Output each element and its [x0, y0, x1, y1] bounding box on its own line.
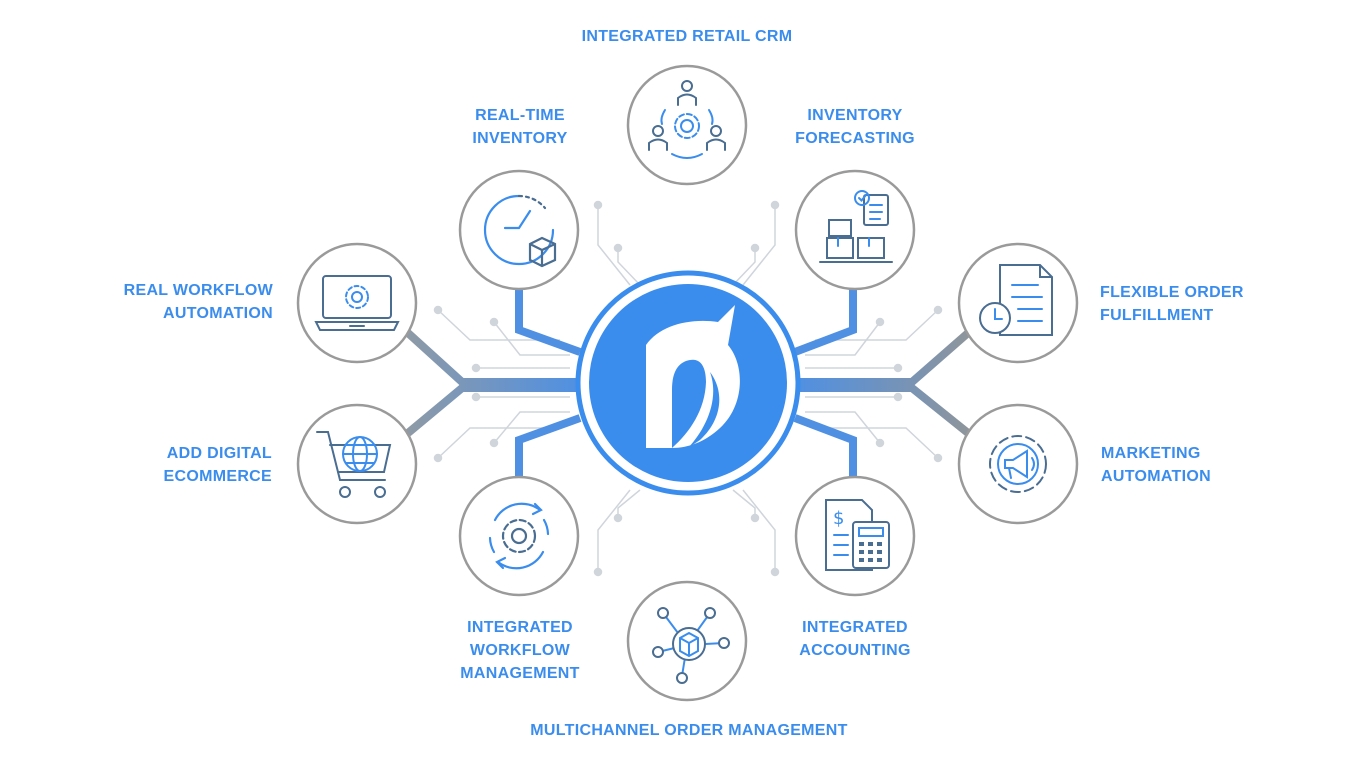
team-gear-icon — [648, 80, 726, 159]
cart-globe-icon — [316, 431, 392, 498]
node-workflow-auto — [296, 242, 418, 364]
label-ecommerce: ADD DIGITAL ECOMMERCE — [163, 445, 272, 485]
document-clock-icon — [979, 264, 1053, 336]
boxes-checklist-icon — [819, 190, 893, 263]
svg-text:$: $ — [833, 508, 844, 529]
label-crm: INTEGRATED RETAIL CRM — [581, 28, 793, 45]
clock-box-icon — [483, 194, 557, 268]
laptop-gear-icon — [314, 275, 400, 331]
node-multichannel — [626, 580, 748, 702]
node-marketing — [957, 403, 1079, 525]
node-workflow-mgmt — [458, 475, 580, 597]
label-accounting: INTEGRATED ACCOUNTING — [799, 619, 911, 659]
label-forecast: INVENTORY FORECASTING — [795, 107, 915, 147]
label-workflow-auto: REAL WORKFLOW AUTOMATION — [123, 282, 273, 322]
hub-logo — [646, 305, 740, 448]
connectors — [405, 185, 971, 582]
node-accounting: $ — [794, 475, 916, 597]
node-forecast — [794, 169, 916, 291]
network-box-icon — [652, 607, 730, 684]
circuit-traces — [433, 200, 943, 577]
node-realtime — [458, 169, 580, 291]
invoice-calculator-icon: $ — [825, 499, 890, 571]
node-crm — [626, 64, 748, 186]
node-ecommerce — [296, 403, 418, 525]
label-fulfillment: FLEXIBLE ORDER FULFILLMENT — [1100, 284, 1244, 324]
gear-megaphone-icon — [989, 435, 1047, 493]
label-multichannel: MULTICHANNEL ORDER MANAGEMENT — [530, 722, 848, 739]
node-fulfillment — [957, 242, 1079, 364]
central-hub — [575, 270, 801, 496]
label-realtime: REAL-TIME INVENTORY — [472, 107, 568, 147]
gear-cycle-icon — [488, 502, 550, 570]
label-marketing: MARKETING AUTOMATION — [1101, 445, 1211, 485]
label-workflow-mgmt: INTEGRATED WORKFLOW MANAGEMENT — [460, 619, 580, 682]
